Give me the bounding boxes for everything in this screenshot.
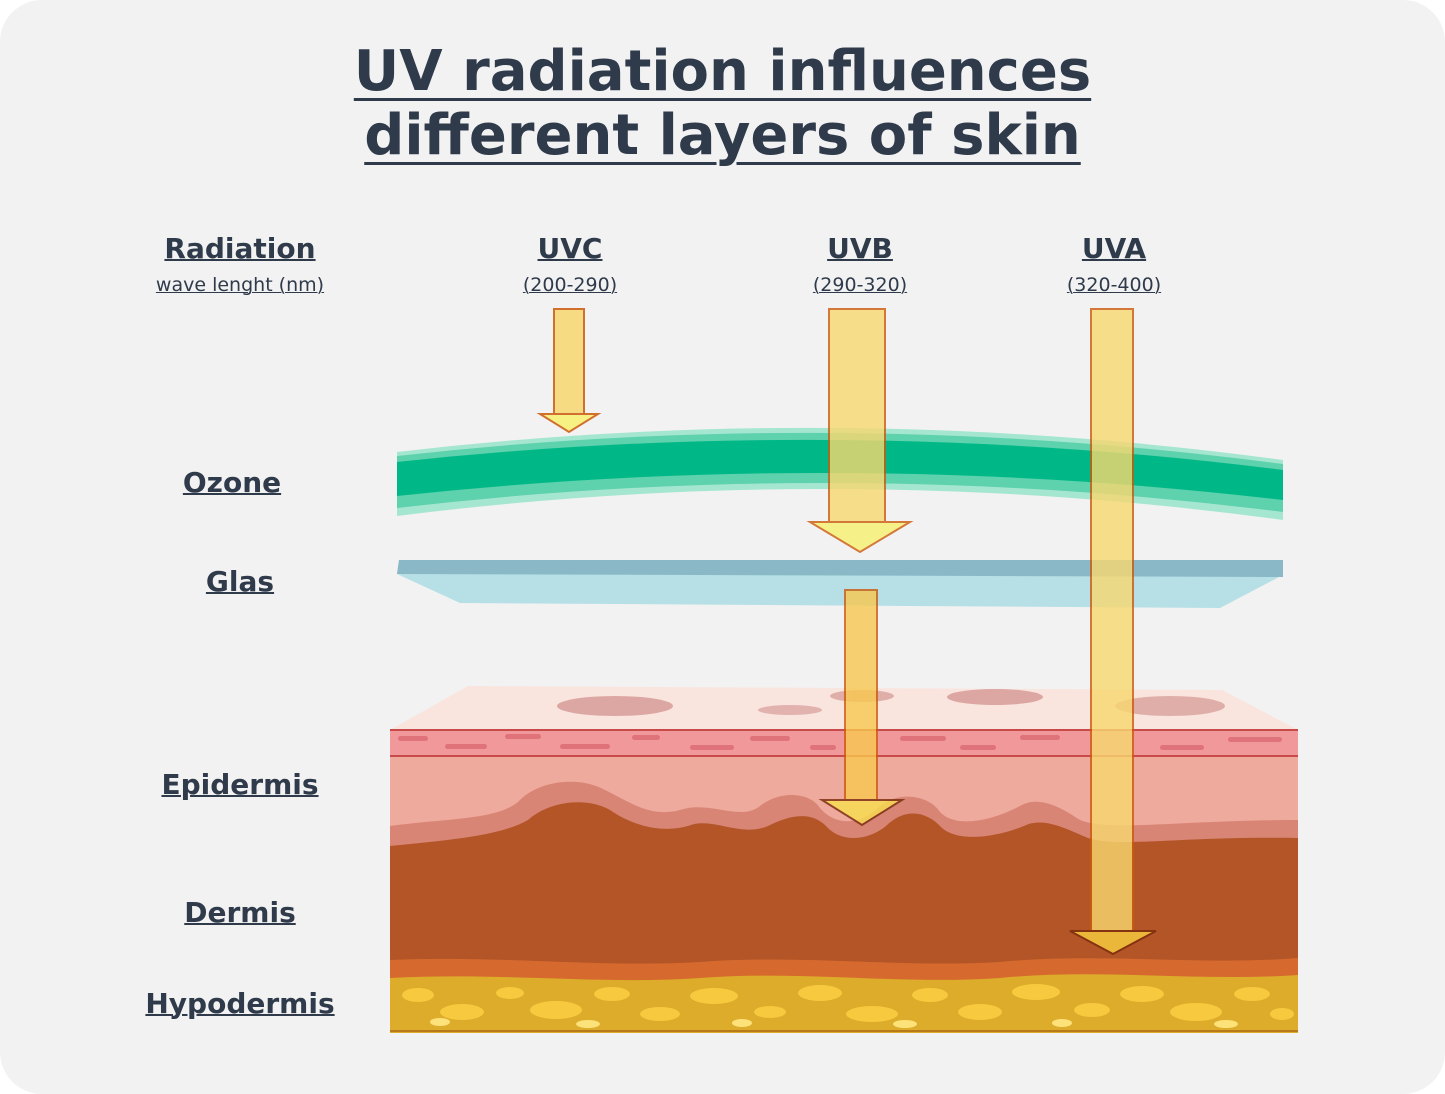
title-line-1: UV radiation influences — [353, 39, 1092, 104]
skin-cross-section — [390, 729, 1298, 1033]
uvc-range: (200-290) — [522, 274, 618, 296]
uvb-beam — [806, 308, 914, 827]
fat-cells-light — [430, 1018, 1238, 1028]
dermis-label: Dermis — [184, 896, 296, 929]
uva-beam — [1069, 308, 1157, 956]
uvc-beam — [536, 308, 602, 434]
uvc-label: UVC — [537, 232, 603, 265]
corneum-cells — [398, 734, 1282, 750]
ozone-label: Ozone — [182, 466, 282, 499]
epidermis-label: Epidermis — [161, 768, 319, 801]
title-line-2: different layers of skin — [364, 103, 1081, 168]
radiation-heading: Radiation — [164, 232, 316, 265]
uvb-label: UVB — [827, 232, 893, 265]
wavelength-label: wave lenght (nm) — [155, 274, 325, 296]
hypodermis-label: Hypodermis — [145, 987, 335, 1020]
glass-layer — [397, 560, 1283, 608]
uvb-range: (290-320) — [812, 274, 908, 296]
fat-cells — [402, 984, 1294, 1022]
uva-range: (320-400) — [1066, 274, 1162, 296]
diagram-title: UV radiation influences different layers… — [0, 40, 1445, 168]
glas-label: Glas — [205, 565, 275, 598]
hypodermis-band — [390, 974, 1298, 1033]
uva-label: UVA — [1081, 232, 1147, 265]
